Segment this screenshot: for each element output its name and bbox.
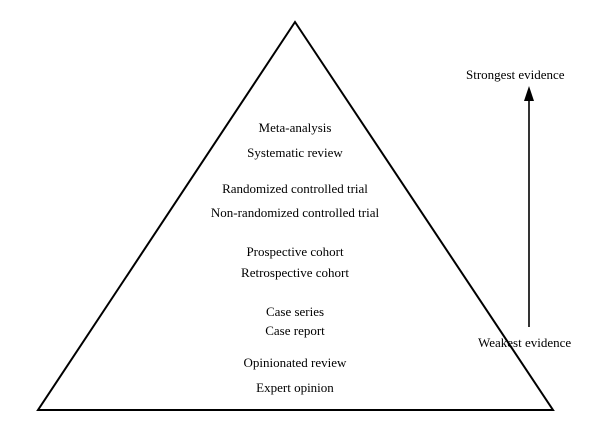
level-case-report: Case report [265, 323, 325, 338]
level-case-series: Case series [265, 304, 325, 319]
evidence-arrow-head [524, 86, 534, 101]
strongest-evidence-label: Strongest evidence [466, 67, 565, 82]
weakest-evidence-label: Weakest evidence [478, 335, 572, 350]
level-non-randomized-controlled-trial: Non-randomized controlled trial [210, 205, 380, 220]
level-meta-analysis: Meta-analysis [258, 120, 332, 135]
level-systematic-review: Systematic review [247, 145, 343, 160]
level-opinionated-review: Opinionated review [243, 355, 347, 370]
pyramid-triangle [36, 20, 555, 411]
level-prospective-cohort: Prospective cohort [246, 244, 344, 259]
level-expert-opinion: Expert opinion [256, 380, 334, 395]
level-randomized-controlled-trial: Randomized controlled trial [222, 181, 368, 196]
level-retrospective-cohort: Retrospective cohort [241, 265, 349, 280]
